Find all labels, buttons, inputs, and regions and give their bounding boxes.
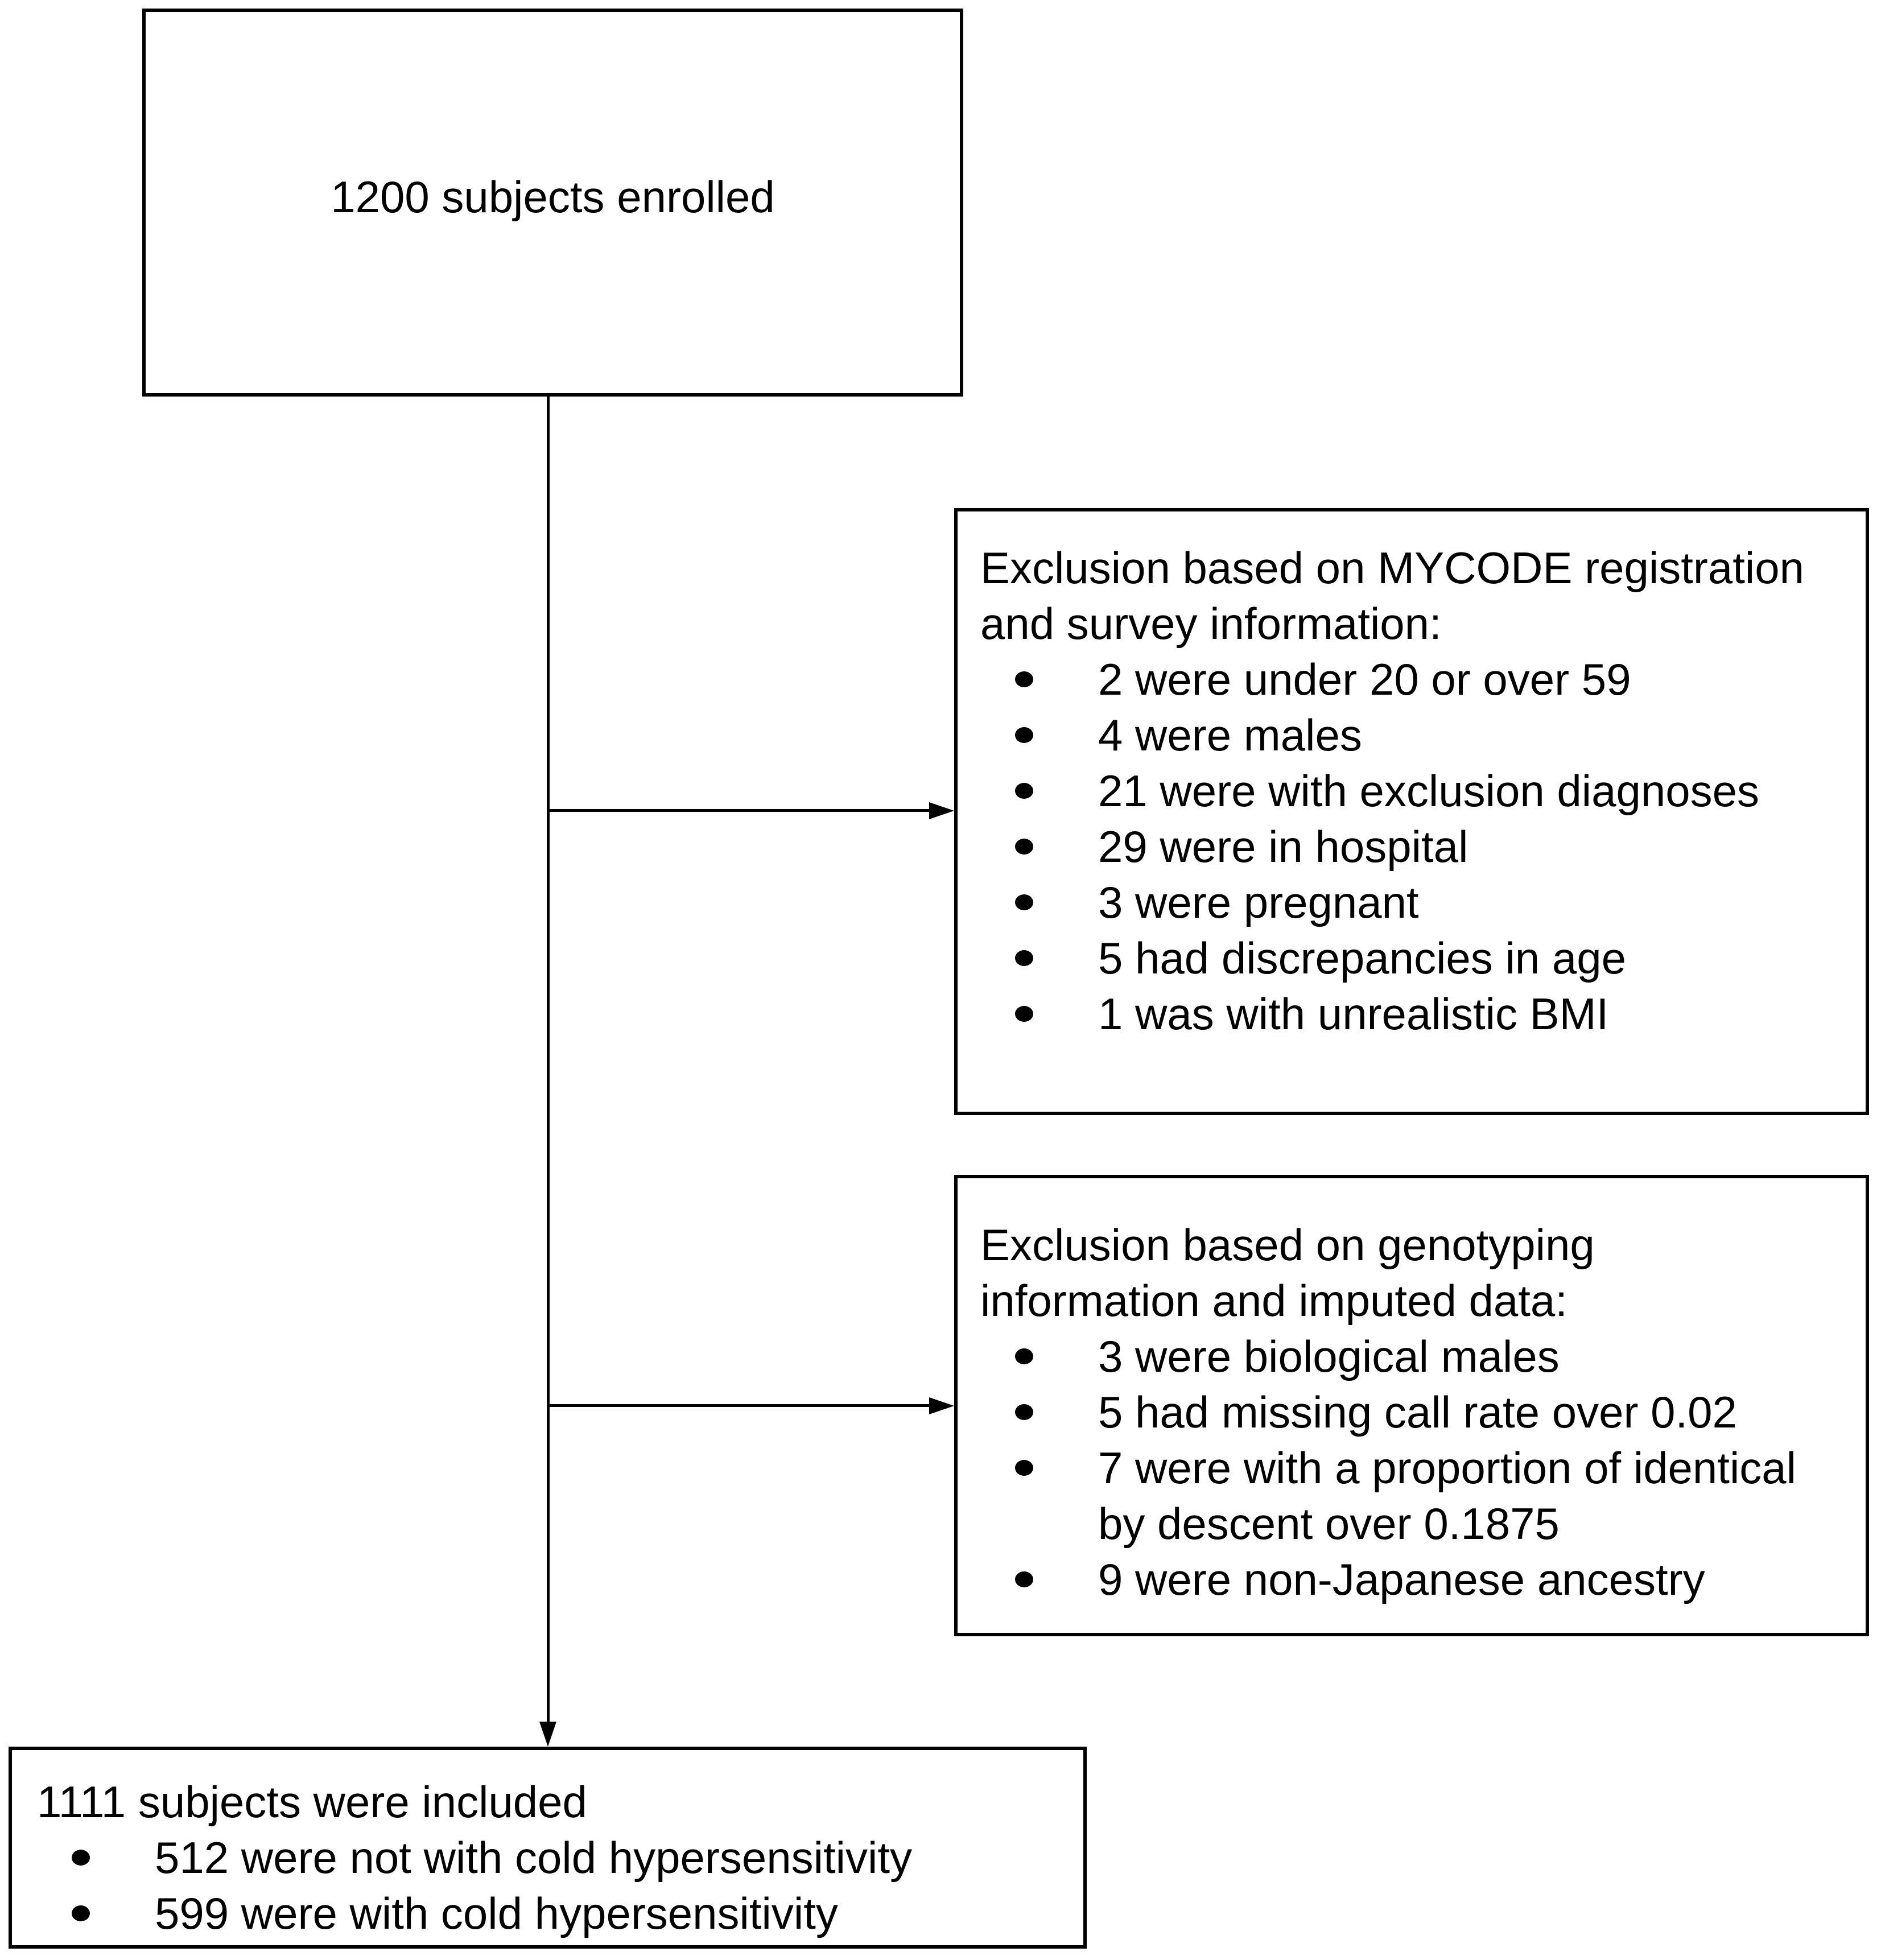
included-box-heading: 1111 subjects were included bbox=[37, 1777, 587, 1827]
bullet-dot-icon bbox=[1015, 1571, 1033, 1587]
exclusion-survey-box: Exclusion based on MYCODE registration a… bbox=[954, 508, 1869, 1115]
enrolled-box-label: 1200 subjects enrolled bbox=[331, 172, 775, 222]
bullet-dot-icon bbox=[1015, 894, 1033, 910]
bullet-text: 21 were with exclusion diagnoses bbox=[1098, 766, 1760, 816]
bullet-item: 29 were in hospital bbox=[980, 819, 1844, 874]
bullet-text: 29 were in hospital bbox=[1098, 822, 1468, 872]
bullet-text: 7 were with a proportion of identical by… bbox=[1098, 1443, 1797, 1549]
bullet-item: 1 was with unrealistic BMI bbox=[980, 986, 1844, 1042]
bullet-item: 2 were under 20 or over 59 bbox=[980, 651, 1844, 707]
bullet-text: 3 were pregnant bbox=[1098, 877, 1419, 927]
bullet-text: 2 were under 20 or over 59 bbox=[1098, 654, 1631, 704]
bullet-item: 512 were not with cold hypersensitivity bbox=[37, 1830, 1062, 1885]
exclusion-genotyping-heading-line-2: information and imputed data: bbox=[980, 1276, 1568, 1326]
bullet-text: 4 were males bbox=[1098, 710, 1362, 760]
exclusion-survey-heading-line-2: and survey information: bbox=[980, 599, 1442, 649]
bullet-item: 599 were with cold hypersensitivity bbox=[37, 1885, 1062, 1941]
bullet-text: 3 were biological males bbox=[1098, 1331, 1560, 1381]
bullet-text: 9 were non-Japanese ancestry bbox=[1098, 1554, 1705, 1604]
bullet-item: 7 were with a proportion of identical by… bbox=[980, 1440, 1844, 1552]
flow-line-vertical bbox=[547, 397, 550, 1723]
bullet-item: 21 were with exclusion diagnoses bbox=[980, 763, 1844, 819]
bullet-dot-icon bbox=[1015, 1348, 1033, 1364]
enrolled-box: 1200 subjects enrolled bbox=[142, 9, 963, 397]
branch-line-genotyping-exclusion bbox=[548, 1404, 929, 1407]
exclusion-survey-heading-line-1: Exclusion based on MYCODE registration bbox=[980, 543, 1804, 593]
bullet-item: 9 were non-Japanese ancestry bbox=[980, 1552, 1844, 1607]
arrowhead-right-genotyping-icon bbox=[929, 1397, 954, 1414]
exclusion-genotyping-box: Exclusion based on genotyping informatio… bbox=[954, 1175, 1869, 1636]
bullet-item: 5 had missing call rate over 0.02 bbox=[980, 1384, 1844, 1440]
included-box: 1111 subjects were included 512 were not… bbox=[9, 1747, 1087, 1949]
bullet-dot-icon bbox=[72, 1850, 90, 1866]
bullet-dot-icon bbox=[72, 1905, 90, 1921]
bullet-dot-icon bbox=[1015, 1460, 1033, 1476]
bullet-dot-icon bbox=[1015, 1006, 1033, 1022]
bullet-item: 4 were males bbox=[980, 707, 1844, 763]
bullet-text: 1 was with unrealistic BMI bbox=[1098, 989, 1609, 1039]
bullet-dot-icon bbox=[1015, 950, 1033, 966]
bullet-dot-icon bbox=[1015, 839, 1033, 855]
bullet-dot-icon bbox=[1015, 671, 1033, 687]
branch-line-survey-exclusion bbox=[548, 809, 929, 812]
exclusion-genotyping-heading-line-1: Exclusion based on genotyping bbox=[980, 1220, 1595, 1270]
bullet-dot-icon bbox=[1015, 1404, 1033, 1420]
bullet-dot-icon bbox=[1015, 783, 1033, 799]
bullet-text: 599 were with cold hypersensitivity bbox=[155, 1888, 838, 1938]
bullet-item: 3 were biological males bbox=[980, 1328, 1844, 1384]
bullet-item: 5 had discrepancies in age bbox=[980, 930, 1844, 986]
bullet-dot-icon bbox=[1015, 727, 1033, 743]
bullet-text: 5 had discrepancies in age bbox=[1098, 933, 1626, 983]
bullet-text: 512 were not with cold hypersensitivity bbox=[155, 1833, 912, 1883]
arrowhead-down-icon bbox=[539, 1722, 556, 1747]
bullet-item: 3 were pregnant bbox=[980, 874, 1844, 930]
bullet-text: 5 had missing call rate over 0.02 bbox=[1098, 1387, 1737, 1437]
arrowhead-right-survey-icon bbox=[929, 802, 954, 819]
